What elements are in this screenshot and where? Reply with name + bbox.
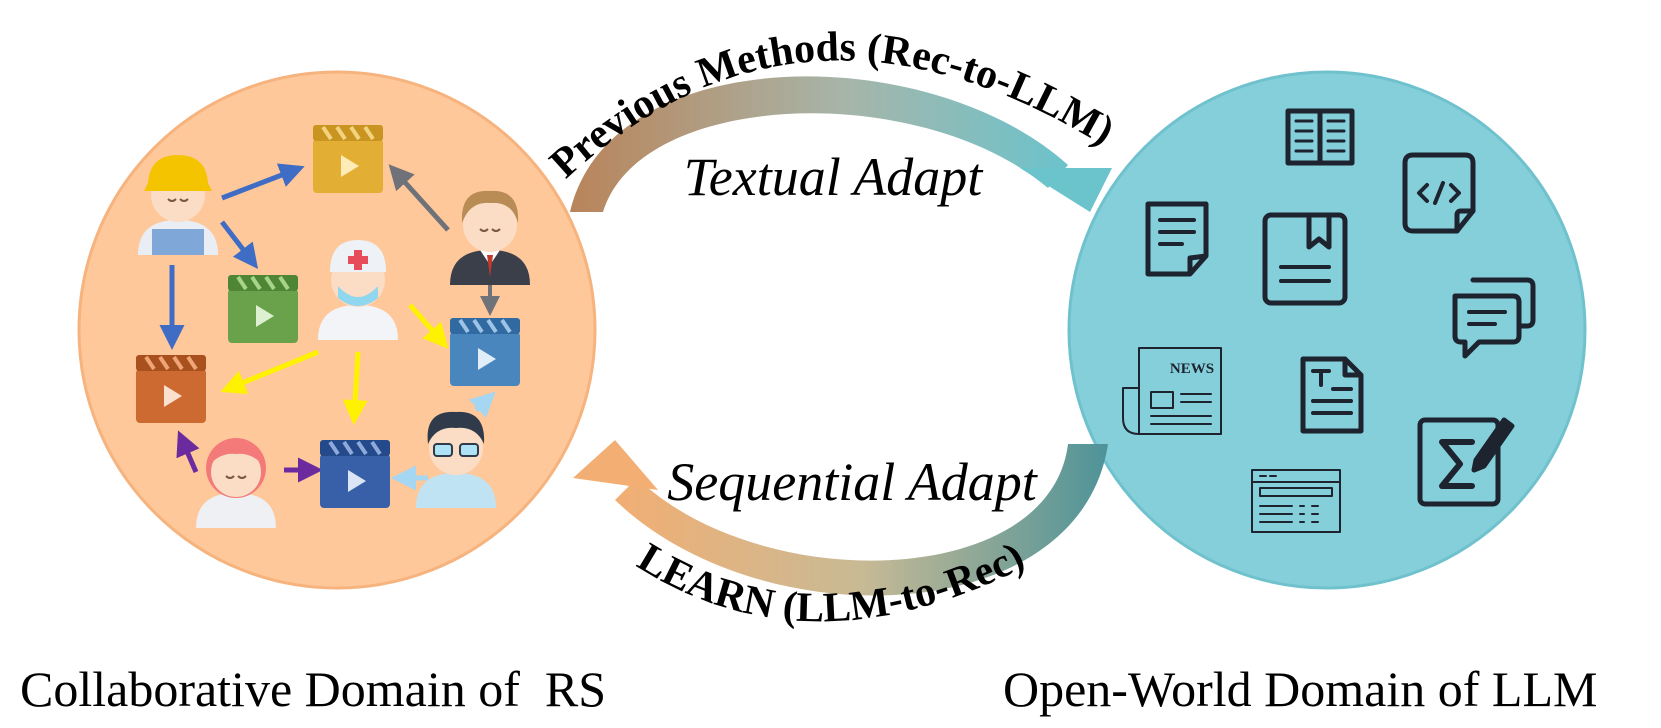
edge-student-to-video4	[468, 391, 496, 418]
news-label: NEWS	[1170, 361, 1214, 377]
video-item-5	[320, 440, 390, 508]
doctor-user-avatar	[318, 240, 398, 340]
sequential-adapt-label: Sequential Adapt	[667, 452, 1038, 512]
student-user-avatar	[416, 411, 496, 508]
sigma-edit-icon	[1417, 417, 1515, 507]
video-item-4	[450, 318, 520, 386]
llm-domain-caption: Open-World Domain of LLM	[1003, 661, 1598, 717]
edge-woman-to-video3	[176, 430, 200, 473]
edge-doctor-to-video4	[408, 303, 449, 349]
video-item-3	[136, 355, 206, 423]
llm-domain-circle	[1067, 70, 1587, 590]
code-file-icon	[1402, 152, 1476, 234]
open-book-icon	[1285, 108, 1355, 166]
edge-doctor-to-video3	[220, 349, 319, 395]
text-file-icon	[1300, 356, 1364, 434]
woman-user-avatar	[196, 438, 276, 528]
video-item-2	[228, 275, 298, 343]
manager-user-avatar	[450, 190, 530, 285]
rs-domain-caption: Collaborative Domain of RS	[20, 661, 607, 717]
web-form-icon	[1251, 469, 1341, 533]
collaborative-edges	[159, 163, 500, 491]
textual-adapt-label: Textual Adapt	[684, 147, 985, 207]
edge-worker-to-video2	[220, 220, 259, 269]
bottom-arc-arrow	[573, 440, 1108, 596]
edge-doctor-to-video5	[342, 351, 368, 425]
bookmark-book-icon	[1262, 212, 1348, 306]
edge-worker-to-video1	[221, 163, 305, 201]
edge-manager-to-video1	[388, 164, 450, 232]
top-arc-arrow	[570, 76, 1112, 212]
video-item-1	[313, 125, 383, 193]
worker-user-avatar	[138, 155, 218, 255]
news-paper-icon	[1122, 347, 1222, 435]
document-icon	[1145, 201, 1209, 277]
chat-bubbles-icon	[1452, 277, 1536, 359]
